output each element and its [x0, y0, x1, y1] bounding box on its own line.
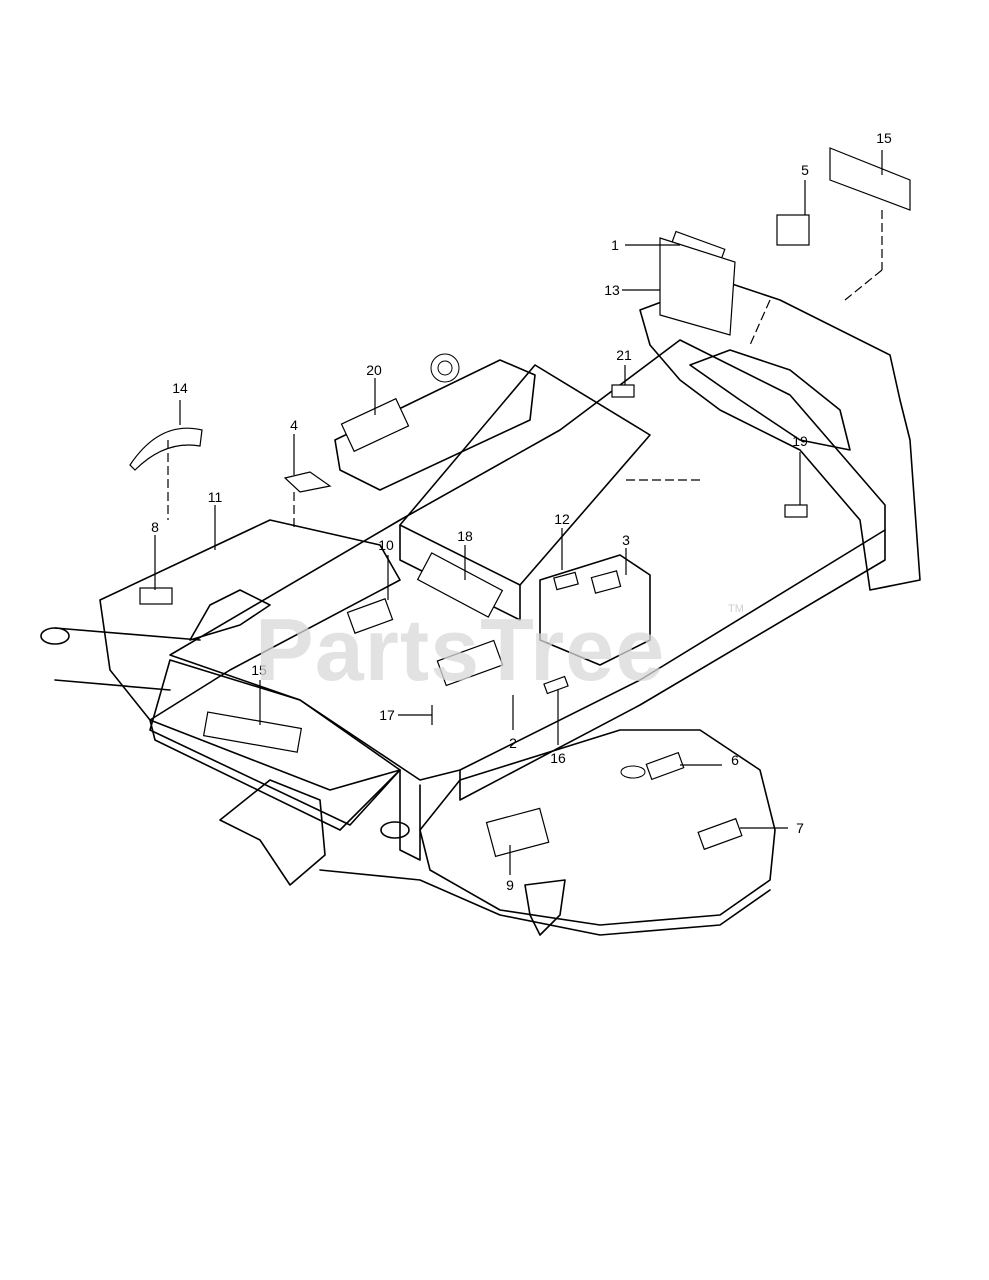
callout-6: 6	[731, 752, 739, 768]
blade-guard	[189, 589, 271, 641]
decal-16	[543, 675, 569, 695]
callout-18: 18	[457, 528, 473, 544]
fuel-tank	[539, 554, 651, 666]
callout-7: 7	[796, 820, 804, 836]
callout-12: 12	[554, 511, 570, 527]
rear-fender	[639, 279, 921, 591]
decal-13	[659, 237, 736, 336]
decal-12	[553, 571, 579, 591]
watermark-text: PartsTree	[255, 600, 665, 699]
decal-3	[590, 570, 622, 594]
watermark-tm: TM	[728, 603, 744, 615]
left-arm-tube	[54, 627, 201, 691]
decal-15-left	[202, 711, 303, 753]
callout-10: 10	[378, 537, 394, 553]
decal-17	[436, 639, 504, 687]
decal-15-top	[829, 147, 911, 211]
mower-body-drawing	[40, 279, 921, 936]
callout-8: 8	[151, 519, 159, 535]
decals	[129, 147, 911, 858]
decal-7	[697, 817, 743, 851]
leader-lines	[154, 150, 883, 875]
deck-spindle	[620, 765, 646, 779]
decal-20	[340, 397, 410, 453]
callout-21: 21	[616, 347, 632, 363]
engine-pulley	[430, 353, 460, 383]
callout-17: 17	[379, 707, 395, 723]
callout-1: 1	[611, 237, 619, 253]
decal-18	[416, 552, 504, 618]
deflector	[149, 659, 401, 826]
engine-pulley-hub	[437, 360, 453, 376]
front-post-cap	[380, 821, 410, 839]
rear-fender-inner	[689, 349, 851, 451]
chassis-rail	[459, 529, 886, 801]
callout-14: 14	[172, 380, 188, 396]
watermark: PartsTree TM	[255, 600, 744, 699]
decal-19	[784, 504, 808, 518]
decal-6	[645, 751, 685, 781]
engine-cover	[399, 364, 651, 586]
decal-8	[139, 587, 173, 605]
left-housing-side	[149, 719, 401, 831]
decal-4	[283, 471, 332, 493]
front-caster	[219, 779, 326, 886]
callout-16: 16	[550, 750, 566, 766]
callout-15-top: 15	[876, 130, 892, 146]
callout-9: 9	[506, 877, 514, 893]
callout-5: 5	[801, 162, 809, 178]
callout-labels: 1 2 3 4 5 6 7 8 9 10 11 12 13 14 15 15 1…	[151, 130, 892, 893]
mower-deck-lip	[319, 869, 771, 936]
decal-10	[346, 598, 394, 634]
decal-9	[485, 807, 550, 858]
front-rail	[399, 769, 421, 861]
callout-11: 11	[208, 489, 223, 505]
left-deck-housing	[99, 519, 401, 721]
decal-14	[129, 427, 203, 471]
callout-3: 3	[622, 532, 630, 548]
callout-20: 20	[366, 362, 382, 378]
decal-5	[776, 214, 810, 246]
mower-deck	[419, 729, 776, 926]
control-console	[334, 359, 536, 491]
chassis-top	[169, 339, 886, 781]
decal-21	[611, 384, 635, 398]
arm-tube-end	[40, 627, 70, 645]
callout-4: 4	[290, 417, 298, 433]
callout-15-left: 15	[251, 662, 267, 678]
callout-13: 13	[604, 282, 620, 298]
deck-roller	[524, 879, 566, 936]
callout-2: 2	[509, 735, 517, 751]
callout-19: 19	[792, 433, 808, 449]
